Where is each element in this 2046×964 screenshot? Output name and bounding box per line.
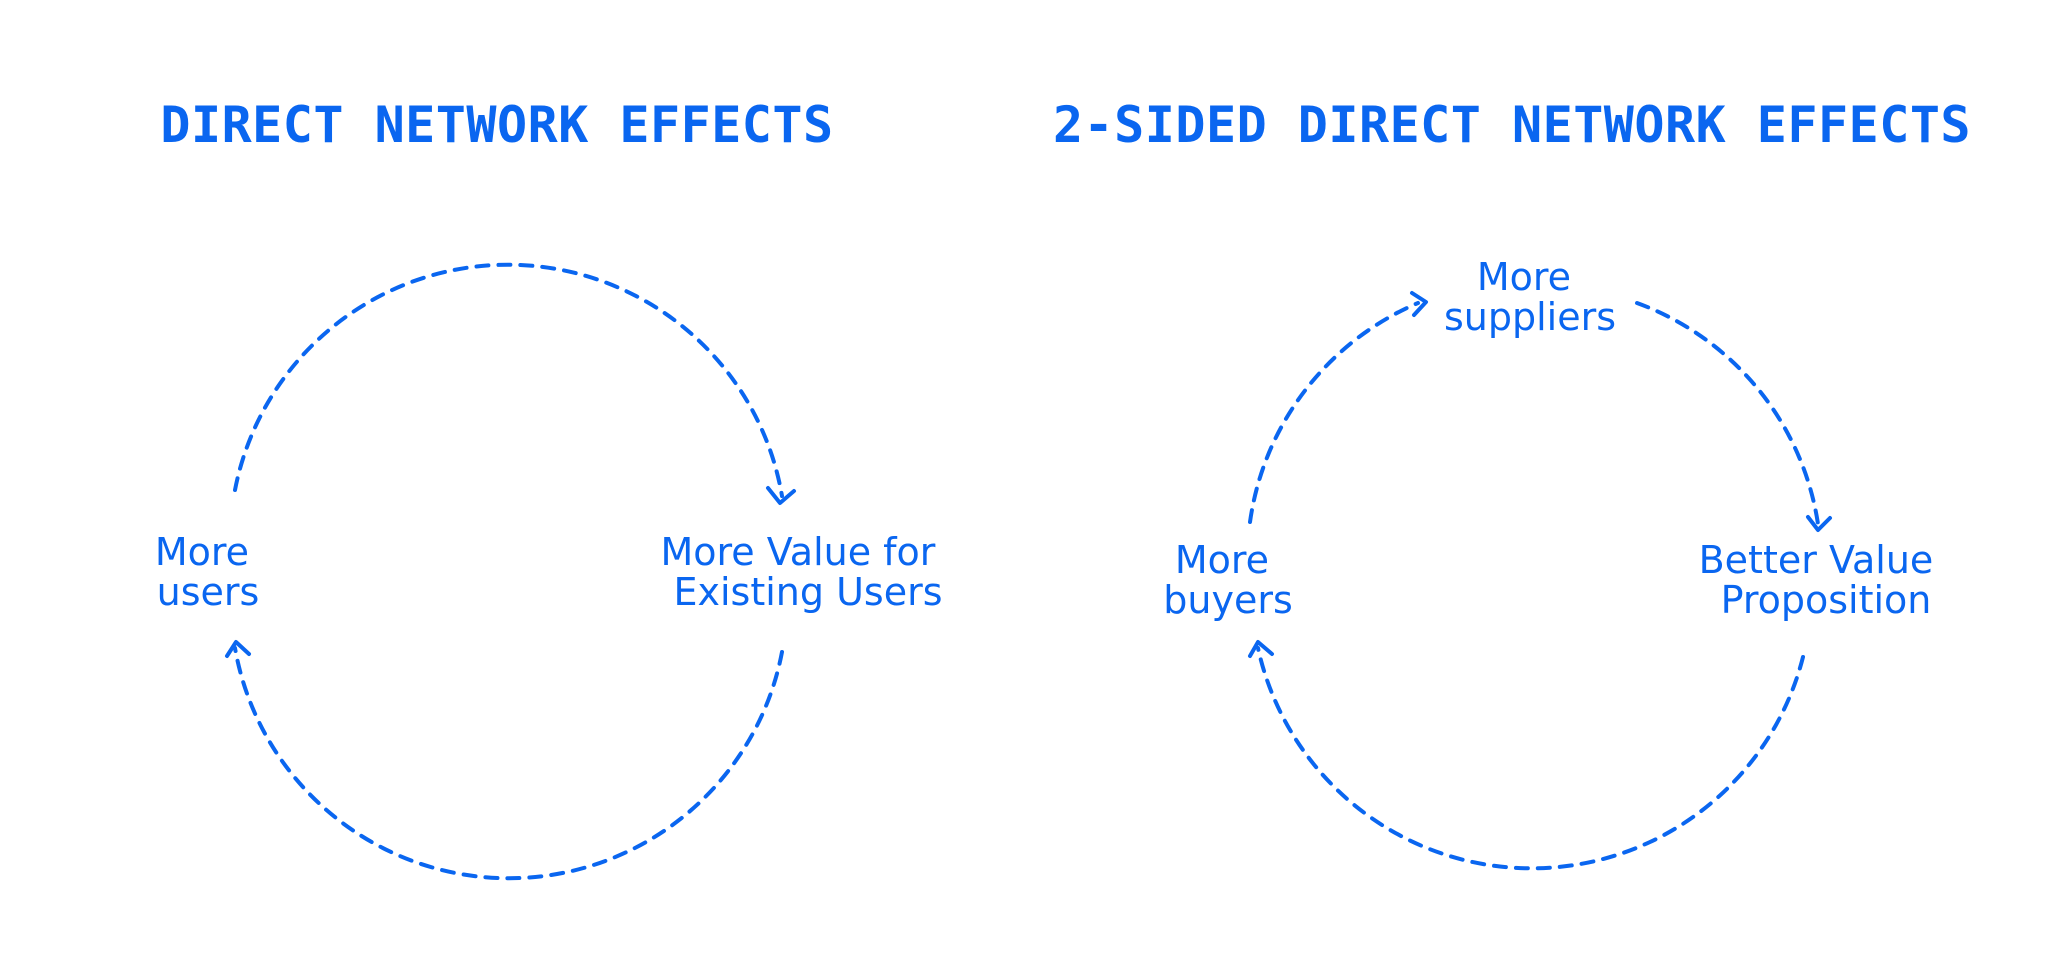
node-more-suppliers-line-2: suppliers [1444, 295, 1616, 339]
node-more-users: More users [155, 530, 261, 614]
node-more-buyers-line-1: More [1175, 538, 1269, 582]
node-more-suppliers: More suppliers [1444, 255, 1616, 339]
node-more-buyers: More buyers [1163, 538, 1293, 622]
left-diagram: DIRECT NETWORK EFFECTS More users More V… [155, 96, 947, 881]
node-better-value-line-2: Proposition [1721, 578, 1932, 622]
node-more-suppliers-line-1: More [1477, 255, 1571, 299]
right-arc-buyers-to-suppliers [1248, 301, 1420, 524]
left-arc-users-to-value [233, 262, 784, 498]
left-diagram-title: DIRECT NETWORK EFFECTS [160, 96, 833, 154]
node-more-buyers-line-2: buyers [1163, 578, 1293, 622]
right-arc-value-to-buyers [1256, 646, 1805, 871]
node-more-value-line-1: More Value for [660, 530, 935, 574]
left-arc-value-to-users [233, 646, 784, 881]
right-arc-suppliers-to-value [1635, 301, 1820, 526]
left-arrowhead-users [225, 640, 251, 658]
node-more-users-line-1: More [155, 530, 249, 574]
right-diagram: 2-SIDED DIRECT NETWORK EFFECTS More supp… [1053, 96, 1971, 871]
node-more-value-line-2: Existing Users [673, 570, 942, 614]
node-better-value-line-1: Better Value [1699, 538, 1934, 582]
node-more-value: More Value for Existing Users [660, 530, 947, 614]
right-arrowhead-buyers [1248, 640, 1274, 658]
left-arrowhead-value [766, 486, 796, 505]
right-diagram-title: 2-SIDED DIRECT NETWORK EFFECTS [1053, 96, 1971, 154]
node-better-value: Better Value Proposition [1699, 538, 1946, 622]
node-more-users-line-2: users [157, 570, 260, 614]
right-arrowhead-suppliers [1410, 291, 1428, 317]
right-arrowhead-value [1806, 515, 1832, 532]
